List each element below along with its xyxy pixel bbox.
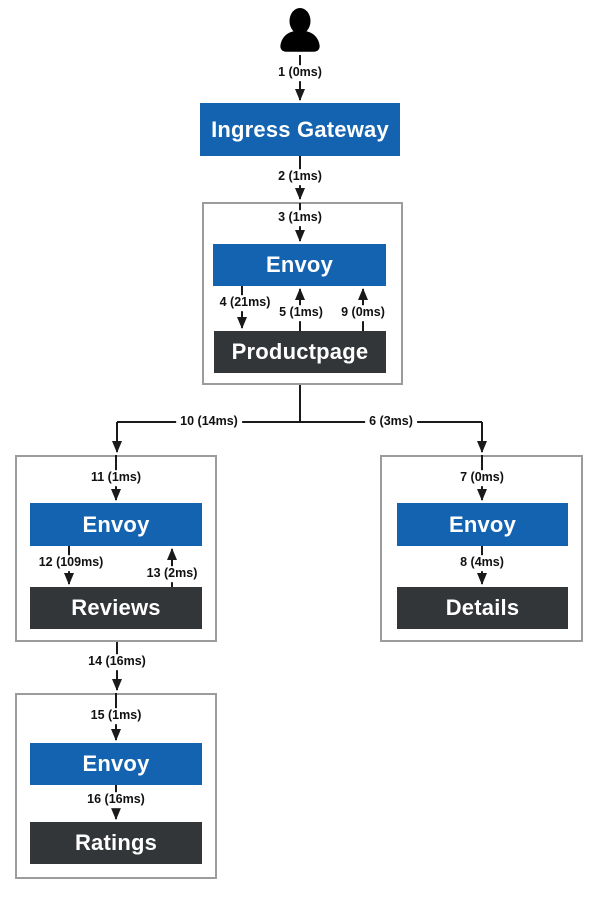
edge-branch-trunk bbox=[117, 385, 482, 423]
edge-label-15: 15 (1ms) bbox=[86, 708, 146, 724]
edge-label-11: 11 (1ms) bbox=[86, 470, 146, 486]
edge-label-16: 16 (16ms) bbox=[83, 792, 149, 808]
reviews-service-node: Reviews bbox=[30, 587, 202, 629]
edge-label-13: 13 (2ms) bbox=[142, 566, 202, 582]
ratings-envoy-node: Envoy bbox=[30, 743, 202, 785]
edge-label-12: 12 (109ms) bbox=[34, 555, 108, 571]
ratings-service-node: Ratings bbox=[30, 822, 202, 864]
edge-label-1: 1 (0ms) bbox=[274, 65, 326, 81]
details-service-node: Details bbox=[397, 587, 568, 629]
ingress-gateway-node: Ingress Gateway bbox=[200, 103, 400, 156]
edge-label-6: 6 (3ms) bbox=[365, 414, 417, 430]
edge-label-9: 9 (0ms) bbox=[337, 305, 389, 321]
edge-label-8: 8 (4ms) bbox=[456, 555, 508, 571]
productpage-envoy-node: Envoy bbox=[213, 244, 386, 286]
edge-label-14: 14 (16ms) bbox=[84, 654, 150, 670]
edge-label-10: 10 (14ms) bbox=[176, 414, 242, 430]
details-envoy-node: Envoy bbox=[397, 503, 568, 546]
person-icon bbox=[280, 8, 320, 52]
reviews-envoy-node: Envoy bbox=[30, 503, 202, 546]
edge-label-3: 3 (1ms) bbox=[274, 210, 326, 226]
edge-label-4: 4 (21ms) bbox=[215, 295, 275, 311]
edge-label-2: 2 (1ms) bbox=[274, 169, 326, 185]
edge-label-7: 7 (0ms) bbox=[456, 470, 508, 486]
edge-label-5: 5 (1ms) bbox=[275, 305, 327, 321]
productpage-service-node: Productpage bbox=[214, 331, 386, 373]
